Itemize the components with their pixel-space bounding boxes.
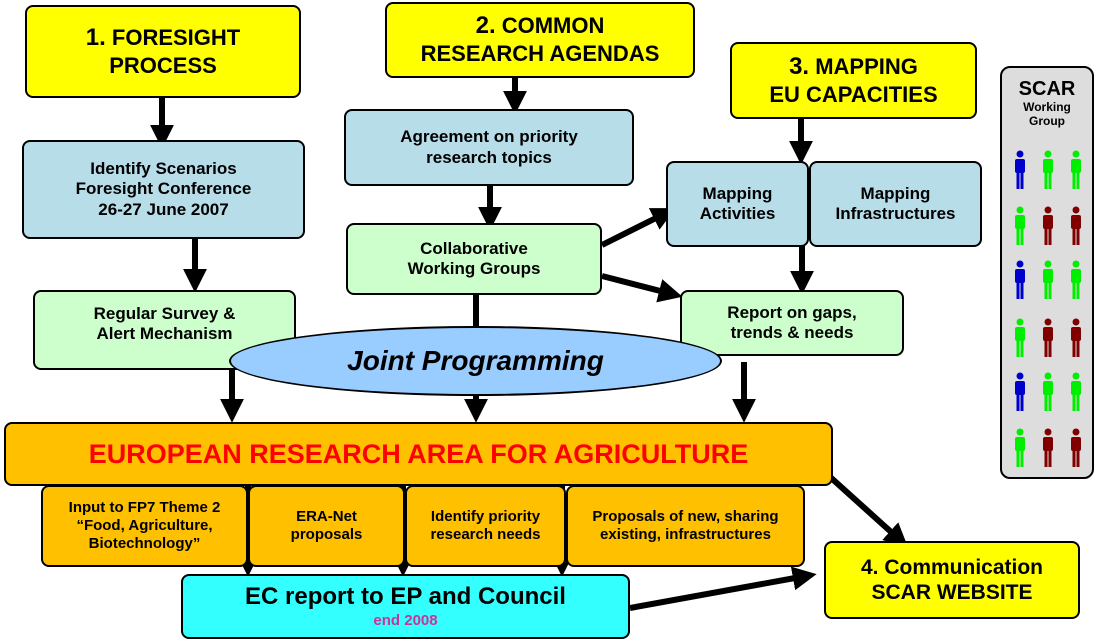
person-icon: [1043, 372, 1053, 411]
mapping-infrastructures-box: Mapping Infrastructures: [809, 161, 982, 247]
person-icon: [1015, 260, 1025, 299]
arrow-collaborative-to-mapping: [600, 208, 676, 248]
agendas-label-2: RESEARCH AGENDAS: [420, 41, 660, 67]
collaborative-line-2: Working Groups: [407, 259, 541, 278]
foresight-label-1: FORESIGHT: [111, 24, 241, 50]
scar-title: SCAR: [1018, 78, 1076, 100]
regular-survey-line-2: Alert Mechanism: [96, 324, 233, 343]
priority-needs-box: Identify priority research needs: [405, 485, 566, 567]
person-icon: [1015, 206, 1025, 245]
identify-scenarios-box: Identify Scenarios Foresight Conference …: [22, 140, 305, 239]
infrastructures-proposals-box: Proposals of new, sharing existing, infr…: [566, 485, 805, 567]
scar-subtitle-2: Group: [1029, 113, 1065, 128]
report-gaps-box: Report on gaps, trends & needs: [680, 290, 904, 356]
fp7-line-1: Input to FP7 Theme 2: [68, 499, 221, 516]
person-icon: [1015, 372, 1025, 411]
mapping-activities-box: Mapping Activities: [666, 161, 809, 247]
foresight-number: 1.: [85, 23, 106, 51]
mapping-activities-line-2: Activities: [699, 204, 776, 223]
mapping-label-1: MAPPING: [815, 53, 918, 79]
person-icon: [1043, 206, 1053, 245]
joint-programming-ellipse: Joint Programming: [229, 326, 722, 396]
foresight-process-box: 1. FORESIGHT PROCESS: [25, 5, 301, 98]
ec-report-date: end 2008: [373, 611, 438, 629]
person-icon: [1071, 150, 1081, 189]
scar-working-group-panel: SCAR Working Group: [1000, 66, 1094, 479]
mapping-activities-line-1: Mapping: [702, 183, 773, 203]
identify-scenarios-line-3: 26-27 June 2007: [98, 199, 229, 219]
person-icon: [1071, 428, 1081, 467]
agendas-label-1: COMMON: [501, 13, 605, 39]
scar-subtitle-1: Working: [1023, 100, 1071, 114]
person-icon: [1071, 260, 1081, 299]
priority-needs-line-2: research needs: [430, 526, 541, 543]
mapping-infrastructures-line-2: Infrastructures: [835, 204, 956, 223]
era-net-box: ERA-Net proposals: [248, 485, 405, 567]
ec-report-box: EC report to EP and Council end 2008: [181, 574, 630, 639]
mapping-label-2: EU CAPACITIES: [769, 81, 938, 107]
person-icon: [1015, 150, 1025, 189]
person-icon: [1071, 318, 1081, 357]
person-icon: [1071, 372, 1081, 411]
person-icon: [1015, 428, 1025, 467]
person-icon: [1043, 150, 1053, 189]
agendas-number: 2.: [475, 12, 496, 40]
communication-line-1: 4. Communication: [860, 555, 1044, 579]
era-net-line-2: proposals: [290, 526, 363, 543]
arrow-collaborative-to-report: [601, 273, 683, 303]
communication-line-2: SCAR WEBSITE: [871, 581, 1033, 604]
arrow-ec-to-communication: [629, 566, 817, 611]
arrow-era-to-communication: [826, 473, 909, 548]
agreement-line-2: research topics: [426, 147, 552, 167]
identify-scenarios-line-2: Foresight Conference: [75, 179, 252, 199]
communication-box: 4. Communication SCAR WEBSITE: [824, 541, 1080, 619]
fp7-input-box: Input to FP7 Theme 2 “Food, Agriculture,…: [41, 485, 248, 567]
collaborative-working-groups-box: Collaborative Working Groups: [346, 223, 602, 295]
agreement-line-1: Agreement on priority: [400, 127, 578, 147]
collaborative-line-1: Collaborative: [420, 238, 528, 258]
era-net-line-1: ERA-Net: [296, 508, 357, 525]
infrastructures-proposals-line-1: Proposals of new, sharing: [592, 508, 779, 525]
mapping-eu-capacities-box: 3. MAPPING EU CAPACITIES: [730, 42, 977, 119]
common-research-agendas-box: 2. COMMON RESEARCH AGENDAS: [385, 2, 695, 78]
fp7-line-3: Biotechnology”: [88, 535, 201, 552]
report-gaps-line-1: Report on gaps,: [727, 302, 857, 322]
person-icon: [1071, 206, 1081, 245]
infrastructures-proposals-line-2: existing, infrastructures: [600, 526, 771, 543]
regular-survey-line-1: Regular Survey &: [93, 303, 236, 323]
person-icon: [1015, 318, 1025, 357]
regular-survey-box: Regular Survey & Alert Mechanism: [33, 290, 296, 370]
foresight-label-2: PROCESS: [109, 52, 217, 78]
identify-scenarios-line-1: Identify Scenarios: [90, 158, 237, 178]
person-icon: [1043, 260, 1053, 299]
mapping-infrastructures-line-1: Mapping: [860, 183, 931, 203]
era-title: EUROPEAN RESEARCH AREA FOR AGRICULTURE: [88, 438, 749, 469]
joint-programming-label: Joint Programming: [347, 345, 604, 376]
priority-needs-line-1: Identify priority: [430, 508, 541, 525]
fp7-line-2: “Food, Agriculture,: [76, 517, 213, 534]
person-icon: [1043, 318, 1053, 357]
ec-report-title: EC report to EP and Council: [245, 583, 566, 611]
era-banner: EUROPEAN RESEARCH AREA FOR AGRICULTURE: [4, 422, 833, 486]
person-icon: [1043, 428, 1053, 467]
agreement-box: Agreement on priority research topics: [344, 109, 634, 186]
mapping-number: 3.: [789, 52, 810, 80]
report-gaps-line-2: trends & needs: [730, 323, 854, 342]
